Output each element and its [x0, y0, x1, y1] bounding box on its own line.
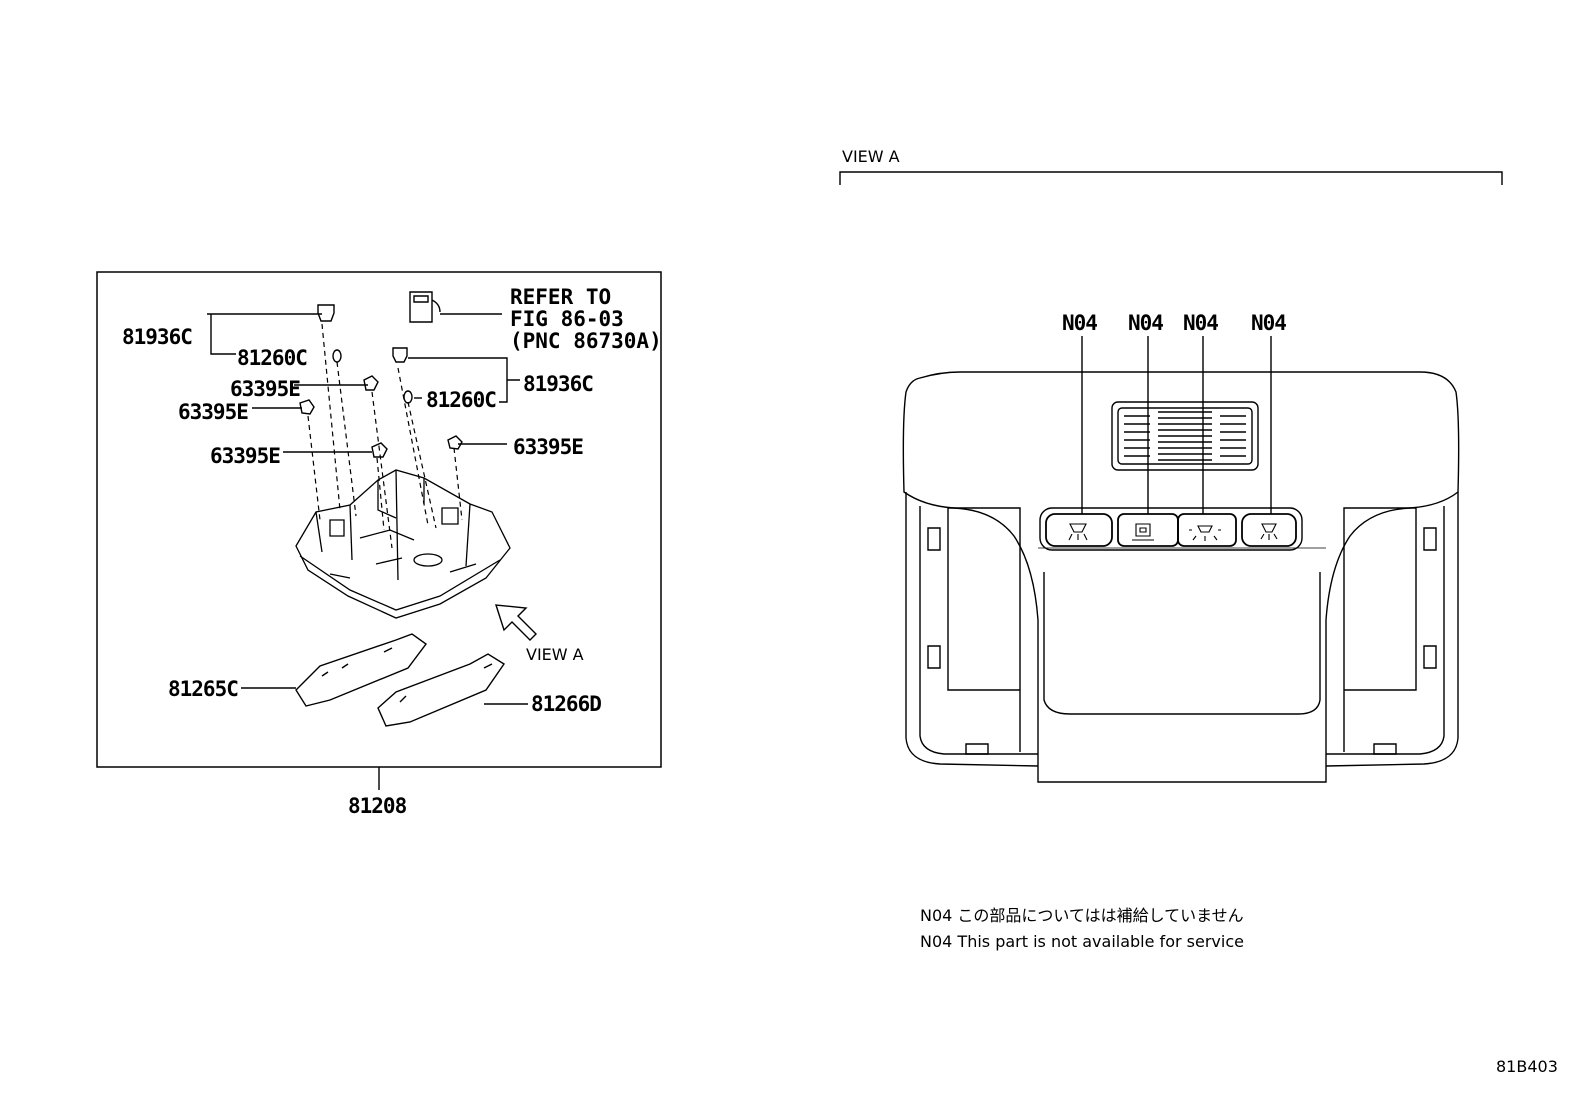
view-a-bracket	[839, 171, 1503, 185]
view-a-arrow	[495, 604, 537, 641]
switch-map-left	[1045, 513, 1113, 547]
part-label-81260c-right: 81260C	[426, 388, 497, 412]
part-label-81936c-right: 81936C	[523, 372, 594, 396]
callout-n04-2: N04	[1128, 311, 1164, 335]
part-label-81936c-left: 81936C	[122, 325, 193, 349]
part-label-81265c: 81265C	[168, 677, 239, 701]
part-label-63395e-d: 63395E	[513, 435, 584, 459]
figure-code: 81B403	[1496, 1057, 1558, 1076]
console-front-view	[902, 371, 1460, 783]
bulb-81260c-b	[403, 390, 413, 404]
lens-81265c	[295, 633, 427, 707]
view-a-arrow-label: VIEW A	[526, 645, 584, 664]
part-label-63395e-a: 63395E	[230, 377, 301, 401]
refer-to-line2: FIG 86-03	[510, 307, 624, 331]
part-label-81260c-left: 81260C	[237, 346, 308, 370]
switch-room	[1177, 513, 1237, 547]
view-a-title: VIEW A	[842, 147, 900, 166]
clip-63395e-d	[447, 435, 463, 450]
bracket-81936c-left	[207, 313, 322, 355]
refer-to-line1: REFER TO	[510, 285, 612, 309]
callout-n04-3: N04	[1183, 311, 1219, 335]
bracket-81936c-right	[408, 357, 520, 403]
refer-to-line3: (PNC 86730A)	[510, 329, 662, 353]
lens-81266d	[377, 653, 505, 727]
part-label-81266d: 81266D	[531, 692, 602, 716]
part-label-63395e-c: 63395E	[210, 444, 281, 468]
switch-bank	[1039, 507, 1303, 551]
note-english: N04 This part is not available for servi…	[920, 932, 1244, 951]
callout-n04-4: N04	[1251, 311, 1287, 335]
clip-63395e-b	[299, 399, 315, 415]
part-label-63395e-b: 63395E	[178, 400, 249, 424]
note-japanese: N04 この部品についてはは補給していません	[920, 906, 1244, 925]
clip-63395e-c	[371, 442, 388, 458]
callout-n04-1: N04	[1062, 311, 1098, 335]
socket-86730a	[409, 291, 441, 323]
switch-door	[1117, 513, 1179, 547]
switch-map-right	[1241, 513, 1297, 547]
clip-81936c-a	[317, 304, 335, 322]
clip-63395e-a	[363, 375, 379, 391]
bulb-81260c-a	[332, 349, 342, 363]
assembly-label-81208: 81208	[348, 794, 407, 818]
console-housing	[295, 469, 511, 619]
clip-81936c-b	[392, 347, 408, 363]
